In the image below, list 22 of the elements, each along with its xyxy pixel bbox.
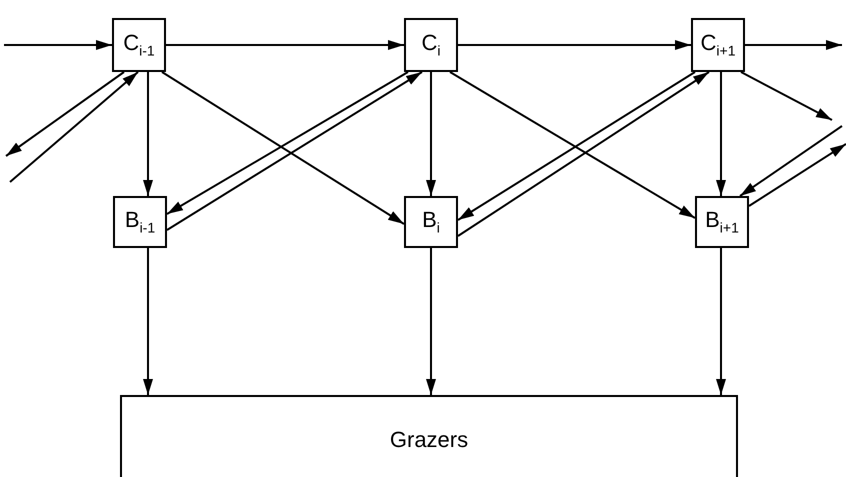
variable-node: B$_{i}$	[404, 196, 458, 248]
variable-node: C$_{i-1}$	[112, 18, 166, 72]
variable-node: C$_{i+1}$	[691, 18, 745, 72]
grazers-node: Grazers	[120, 395, 738, 477]
arrow	[9, 71, 139, 183]
arrow	[143, 248, 153, 395]
arrow	[426, 72, 436, 196]
arrow	[716, 72, 726, 196]
arrow	[739, 125, 843, 197]
arrow	[748, 143, 846, 207]
arrow	[716, 248, 726, 395]
arrow	[166, 40, 404, 50]
arrow	[143, 72, 153, 196]
variable-node: C$_{i}$	[404, 18, 458, 72]
variable-node: B$_{i-1}$	[113, 196, 167, 248]
variable-node: B$_{i+1}$	[695, 196, 749, 248]
arrow	[745, 40, 842, 50]
arrow	[458, 40, 691, 50]
arrow	[740, 71, 832, 121]
arrow	[426, 248, 436, 395]
arrow	[5, 71, 125, 157]
arrow	[4, 40, 112, 50]
